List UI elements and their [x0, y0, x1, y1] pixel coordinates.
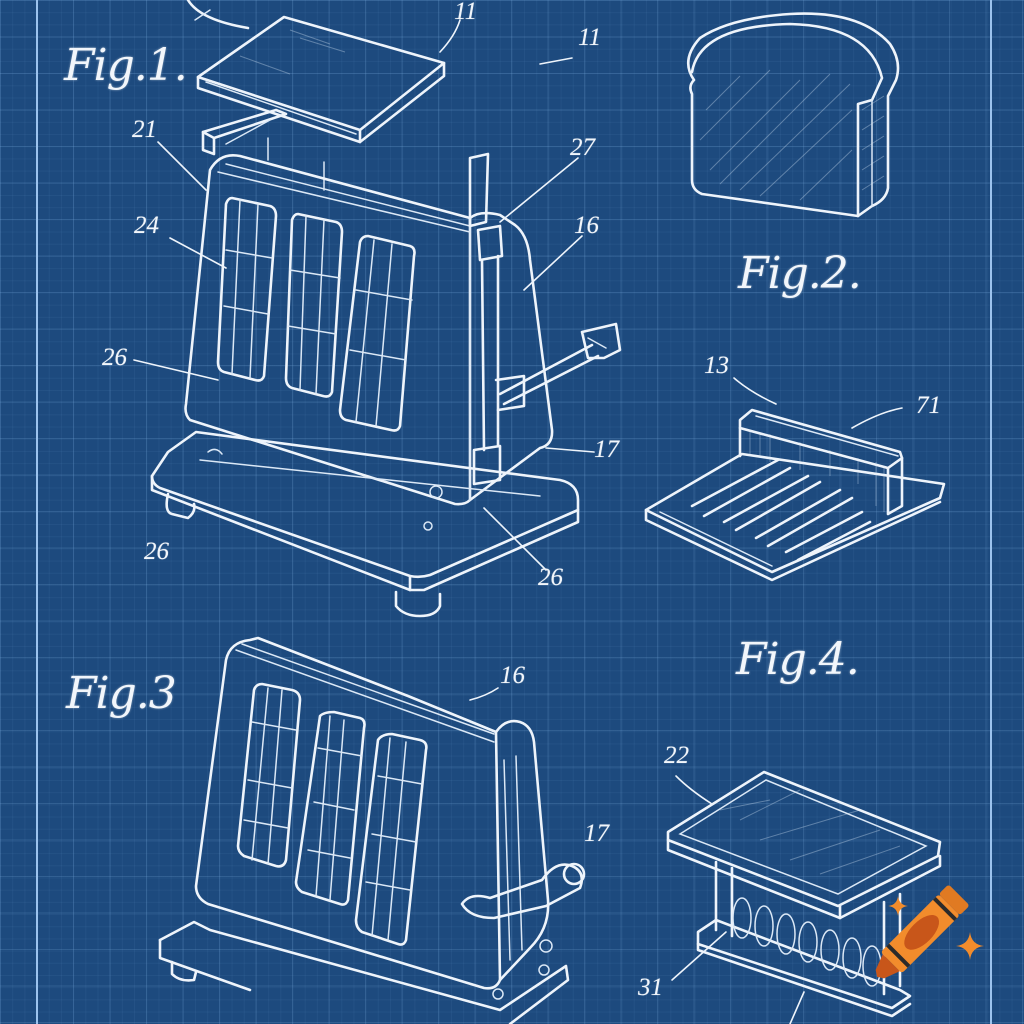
ref-number: 24	[134, 212, 159, 239]
sparkle-icon	[888, 896, 908, 916]
ref-number: 17	[594, 436, 619, 463]
ref-number: 26	[538, 564, 563, 591]
ref-number: 26	[144, 538, 169, 565]
fig2-title: Fig.2.	[738, 248, 862, 299]
sparkle-icon	[956, 932, 984, 960]
ref-number: 21	[132, 116, 157, 143]
rack-leader-lines	[733, 377, 903, 429]
fig4-heating-coils	[732, 897, 882, 987]
ref-number: 11	[454, 0, 478, 25]
crayon-icon	[875, 885, 969, 979]
fig4-leader-lines	[671, 775, 805, 1024]
fig1-title: Fig.1.	[64, 40, 188, 91]
ref-number: 22	[664, 742, 689, 769]
rack-tray-drawing	[644, 408, 946, 582]
ref-number: 27	[570, 134, 595, 161]
fig1-windows	[216, 196, 416, 432]
ref-number: 17	[584, 820, 609, 847]
left-border-line	[36, 0, 38, 1024]
fig1-toaster-drawing	[150, 0, 622, 618]
ref-number: 31	[638, 974, 663, 1001]
ref-number: 11	[578, 24, 602, 51]
ref-number: 16	[500, 662, 525, 689]
ref-number: 26	[102, 344, 127, 371]
ref-number: 71	[916, 392, 941, 419]
fig3-windows	[236, 682, 428, 946]
fig3-title: Fig.3	[66, 668, 177, 719]
fig3-toaster-drawing	[158, 636, 586, 1024]
fig4-title: Fig.4.	[736, 634, 860, 685]
fig3-leader-lines	[469, 687, 499, 701]
ref-number: 13	[704, 352, 729, 379]
fig1-leader-lines	[133, 19, 595, 571]
fig2-bread-drawing	[686, 12, 900, 218]
right-border-line	[990, 0, 992, 1024]
ref-number: 16	[574, 212, 599, 239]
